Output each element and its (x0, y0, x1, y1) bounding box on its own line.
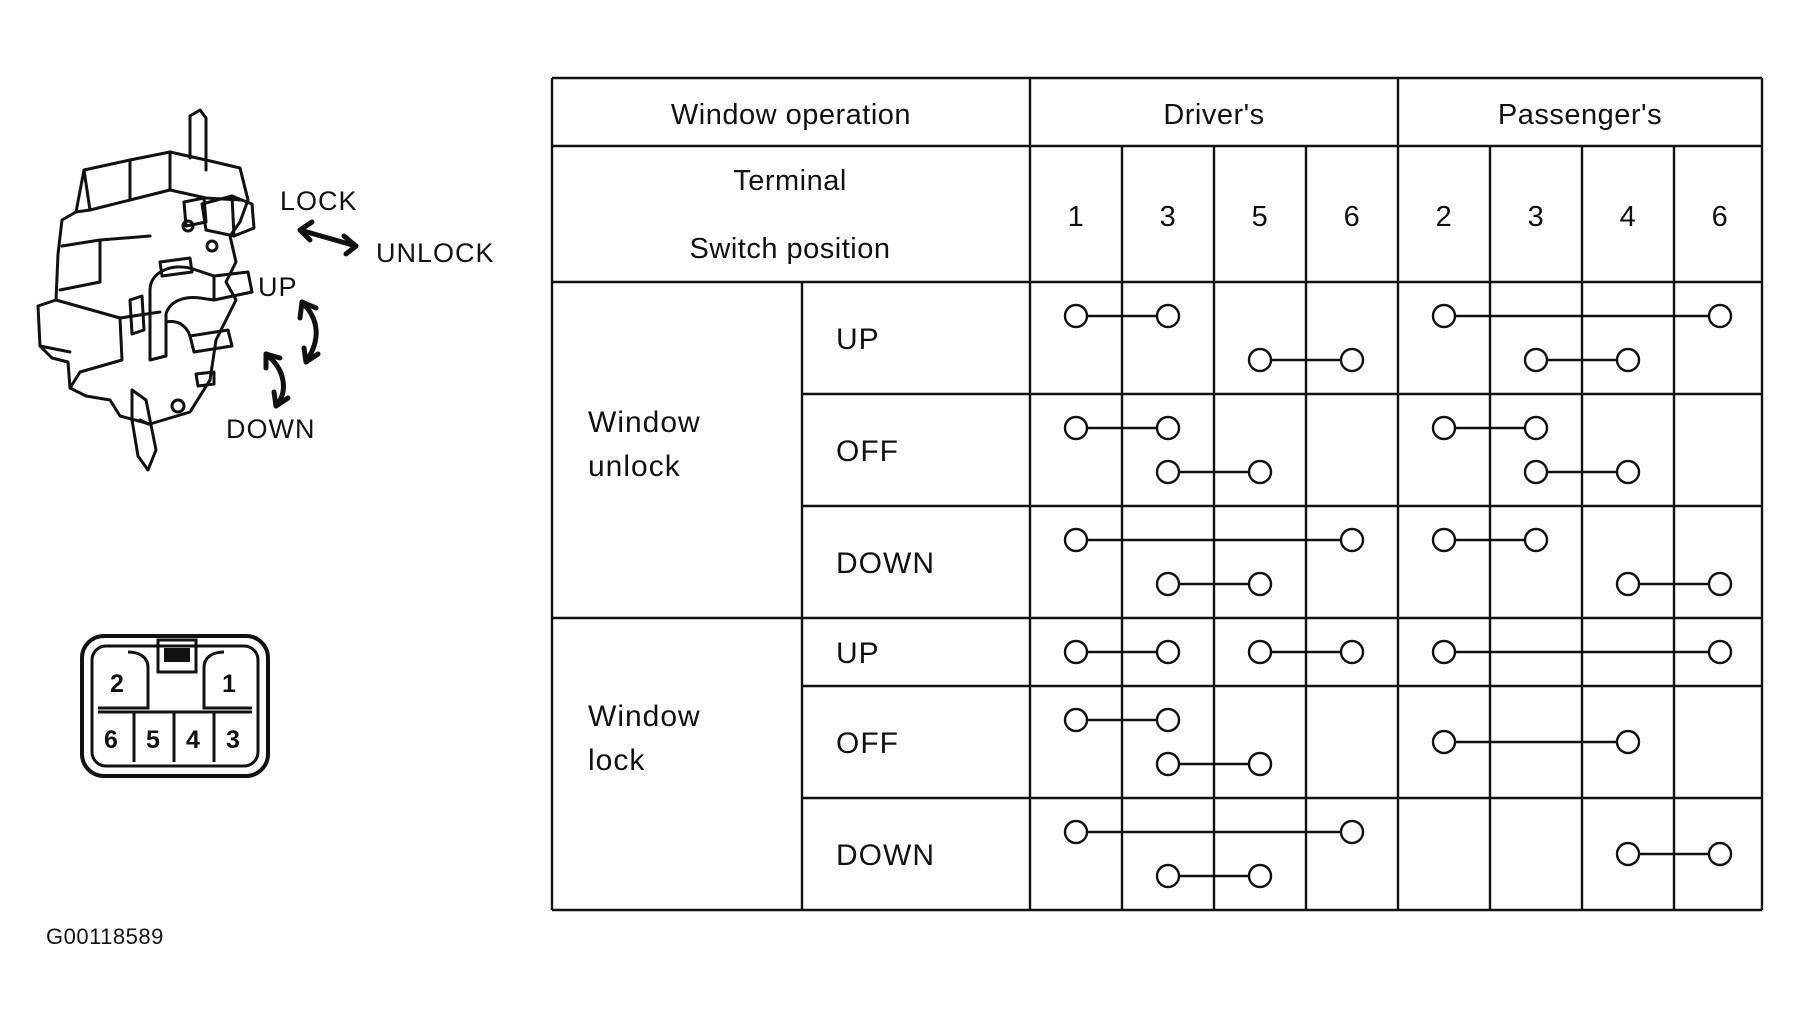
driver-terminal-6: 6 (1344, 201, 1361, 233)
connector-pin-5: 5 (146, 726, 160, 754)
driver-terminal-point (1063, 707, 1089, 733)
driver-terminal-point (1339, 639, 1365, 665)
passenger-terminal-point (1523, 415, 1549, 441)
driver-terminal-point (1155, 303, 1181, 329)
group-label-line2: lock (588, 744, 645, 777)
driver-terminal-point (1247, 347, 1273, 373)
unlock-label: UNLOCK (376, 238, 495, 268)
connector-face (80, 634, 270, 778)
passenger-terminal-point (1431, 639, 1457, 665)
driver-terminal-point (1155, 863, 1181, 889)
driver-terminal-1: 1 (1068, 201, 1085, 233)
passenger-terminal-2: 2 (1436, 201, 1453, 233)
passenger-terminal-point (1615, 571, 1641, 597)
up-arrow-icon (297, 299, 321, 365)
driver-terminal-point (1247, 459, 1273, 485)
driver-terminal-point (1063, 527, 1089, 553)
driver-terminal-3: 3 (1160, 201, 1177, 233)
switch-position-label: UP (836, 637, 880, 670)
passenger-terminal-point (1707, 639, 1733, 665)
driver-terminal-5: 5 (1252, 201, 1269, 233)
switch-position-label: OFF (836, 727, 899, 760)
passenger-terminal-6: 6 (1712, 201, 1729, 233)
passenger-terminal-point (1707, 571, 1733, 597)
driver-terminal-point (1155, 639, 1181, 665)
up-label: UP (258, 272, 298, 302)
passenger-terminal-point (1523, 347, 1549, 373)
passenger-terminal-point (1707, 303, 1733, 329)
passenger-terminal-3: 3 (1528, 201, 1545, 233)
driver-terminal-point (1063, 303, 1089, 329)
continuity-table-grid (550, 76, 1764, 912)
down-label: DOWN (226, 414, 315, 444)
driver-terminal-point (1247, 571, 1273, 597)
figure-code: G00118589 (46, 924, 164, 949)
switch-position-label: OFF (836, 435, 899, 468)
group-label-line1: Window (588, 700, 701, 733)
connector-pin-4: 4 (186, 726, 200, 754)
passenger-terminal-point (1431, 303, 1457, 329)
driver-terminal-point (1339, 347, 1365, 373)
terminal-number-headers: 1 3 5 6 2 3 4 6 (1068, 201, 1729, 233)
driver-terminal-point (1339, 527, 1365, 553)
driver-terminal-point (1155, 571, 1181, 597)
connector-pin-1: 1 (222, 670, 236, 698)
driver-terminal-point (1155, 415, 1181, 441)
driver-terminal-point (1063, 819, 1089, 845)
driver-terminal-point (1247, 863, 1273, 889)
passenger-terminal-point (1431, 729, 1457, 755)
passenger-terminal-point (1615, 841, 1641, 867)
power-window-switch-illustration (36, 108, 256, 472)
group-label-line1: Window (588, 406, 701, 439)
connector-pin-6: 6 (104, 726, 118, 754)
passenger-terminal-point (1431, 415, 1457, 441)
passenger-terminal-point (1523, 527, 1549, 553)
driver-terminal-point (1155, 751, 1181, 777)
switch-position-label: DOWN (836, 839, 935, 872)
header-window-operation: Window operation (671, 99, 911, 131)
passenger-terminal-point (1523, 459, 1549, 485)
switch-position-label: UP (836, 323, 880, 356)
passenger-terminal-point (1615, 347, 1641, 373)
passenger-terminal-point (1615, 729, 1641, 755)
switch-position-label: DOWN (836, 547, 935, 580)
continuity-connections (1063, 303, 1733, 889)
group-label-line2: unlock (588, 450, 681, 483)
driver-terminal-point (1155, 707, 1181, 733)
connector-pin-3: 3 (226, 726, 240, 754)
driver-terminal-point (1063, 415, 1089, 441)
passenger-terminal-point (1615, 459, 1641, 485)
passenger-terminal-point (1431, 527, 1457, 553)
header-switch-position: Switch position (690, 233, 891, 265)
connector-pin-2: 2 (110, 670, 124, 698)
lock-unlock-arrow-icon (297, 219, 359, 257)
driver-terminal-point (1247, 639, 1273, 665)
driver-terminal-point (1063, 639, 1089, 665)
driver-terminal-point (1155, 459, 1181, 485)
passenger-terminal-point (1707, 841, 1733, 867)
header-terminal: Terminal (733, 165, 847, 197)
header-drivers: Driver's (1163, 99, 1264, 131)
driver-terminal-point (1247, 751, 1273, 777)
passenger-terminal-4: 4 (1620, 201, 1637, 233)
header-passengers: Passenger's (1498, 99, 1662, 131)
driver-terminal-point (1339, 819, 1365, 845)
lock-label: LOCK (280, 186, 358, 216)
down-arrow-icon (263, 351, 291, 409)
